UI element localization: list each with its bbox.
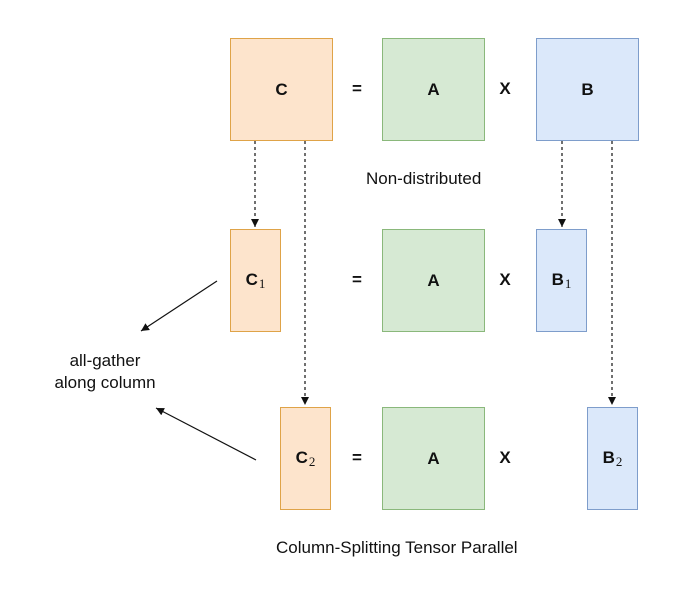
all-gather-line1: all-gather <box>69 351 141 370</box>
times-sign-row2: X <box>499 270 511 289</box>
matrix-a-row1-label: A <box>427 79 440 99</box>
gather-arrow-from-c2 <box>155 407 257 461</box>
matrix-a-row2-label: A <box>427 270 440 290</box>
equals-sign-row1: = <box>352 79 362 98</box>
all-gather-line2: along column <box>54 373 156 392</box>
matrix-b1: B1 <box>536 229 587 332</box>
caption-column-splitting: Column-Splitting Tensor Parallel <box>276 538 518 557</box>
times-sign-row1: X <box>499 79 511 98</box>
matrix-b: B <box>536 38 639 141</box>
equals-sign-row3: = <box>352 448 362 467</box>
matrix-b2-label: B2 <box>602 447 623 469</box>
matrix-a-row1: A <box>382 38 485 141</box>
matrix-c1: C1 <box>230 229 281 332</box>
matrix-b-label: B <box>581 79 594 99</box>
equals-sign-row2: = <box>352 270 362 289</box>
matrix-c2-label: C2 <box>295 447 316 469</box>
gather-arrow-from-c1 <box>140 280 218 332</box>
caption-non-distributed: Non-distributed <box>366 169 482 188</box>
matrix-a-row2: A <box>382 229 485 332</box>
matrix-a-row3: A <box>382 407 485 510</box>
matrix-c2: C2 <box>280 407 331 510</box>
matrix-c-label: C <box>275 79 288 99</box>
matrix-c: C <box>230 38 333 141</box>
matrix-b1-label: B1 <box>551 269 572 291</box>
matrix-b2: B2 <box>587 407 638 510</box>
times-sign-row3: X <box>499 448 511 467</box>
all-gather-label: all-gather along column <box>30 350 180 394</box>
matrix-a-row3-label: A <box>427 448 440 468</box>
matrix-c1-label: C1 <box>245 269 266 291</box>
